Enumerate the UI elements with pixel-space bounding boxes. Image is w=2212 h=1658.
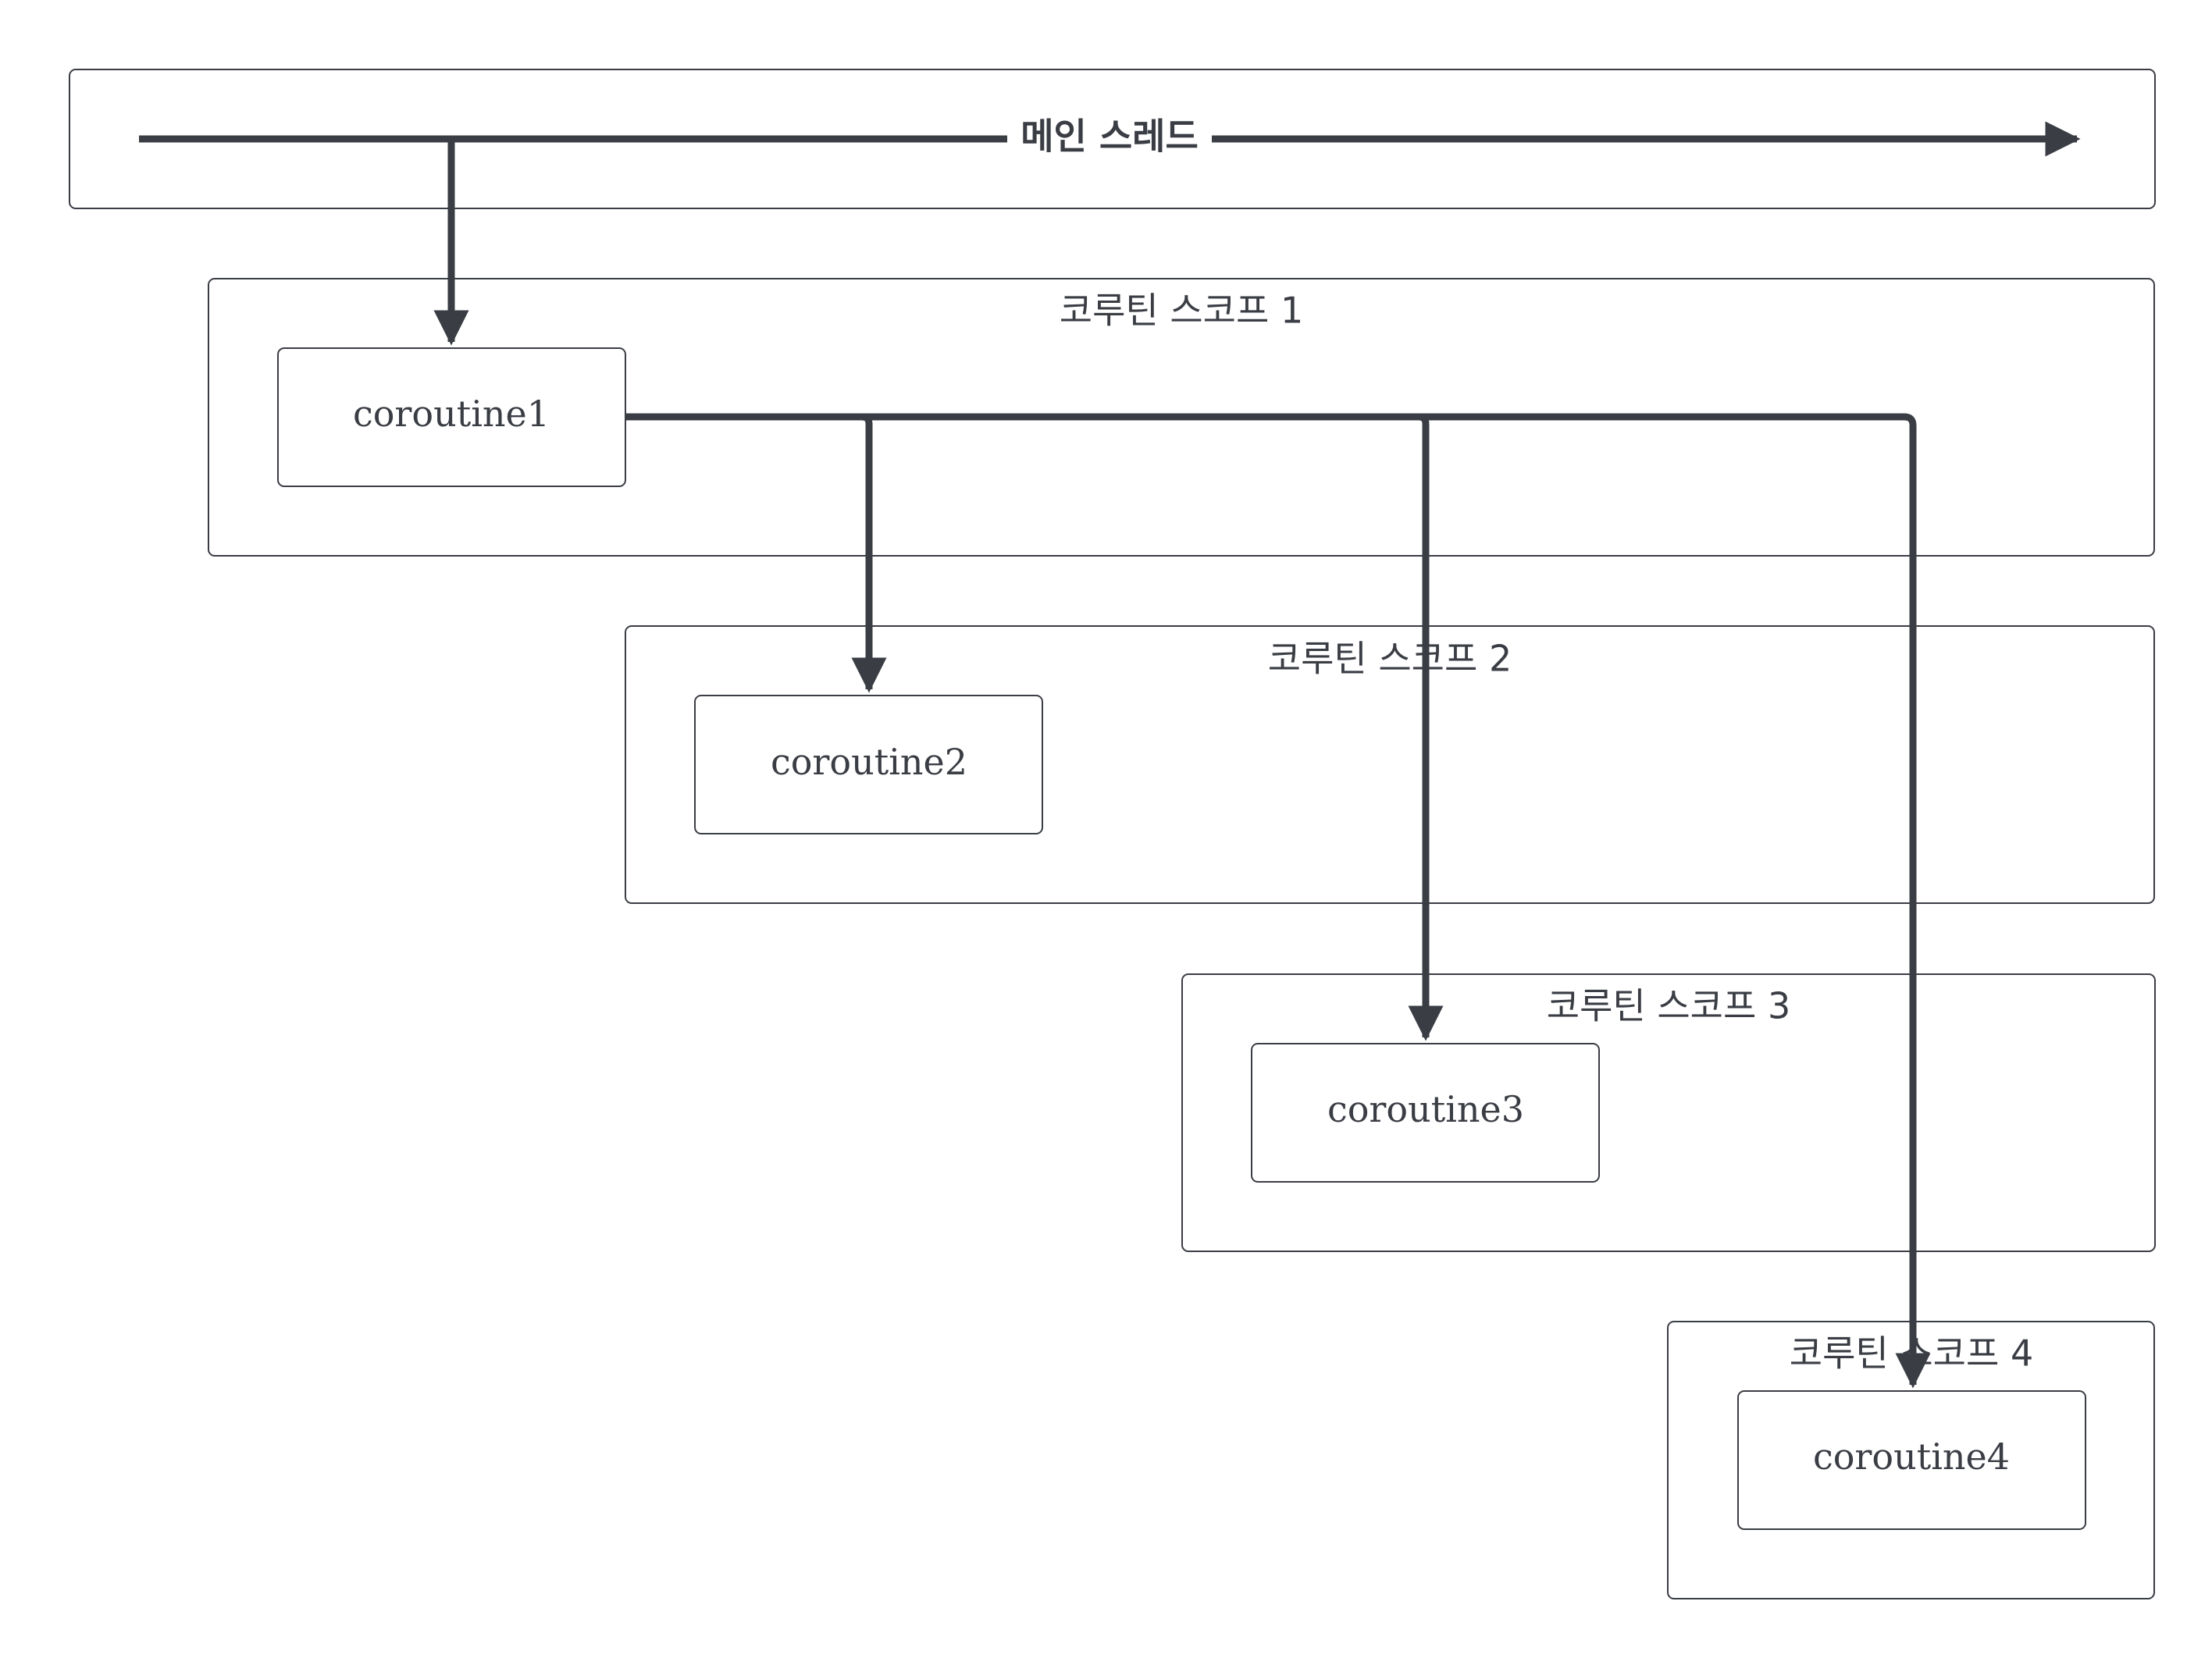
coroutine3-node: [1251, 1043, 1600, 1183]
coroutine4-node: [1737, 1390, 2086, 1530]
main-thread-label-bg: [1007, 109, 1212, 164]
scope-3-label: 코루틴 스코프 3: [1547, 985, 1790, 1027]
coroutine4-label: coroutine4: [1813, 1436, 2010, 1478]
main-thread-label: 메인 스레드: [1021, 116, 1199, 158]
coroutine3-label: coroutine3: [1327, 1088, 1524, 1130]
coroutine2-node: [694, 695, 1043, 834]
coroutine1-to-coroutine4-arrow: [1419, 413, 1931, 1389]
scope-1-label: 코루틴 스코프 1: [1060, 290, 1303, 332]
coroutine1-label: coroutine1: [353, 393, 550, 435]
scope-2-label: 코루틴 스코프 2: [1268, 638, 1512, 680]
coroutine2-label: coroutine2: [771, 741, 967, 783]
scope-4-label: 코루틴 스코프 4: [1790, 1332, 2033, 1375]
